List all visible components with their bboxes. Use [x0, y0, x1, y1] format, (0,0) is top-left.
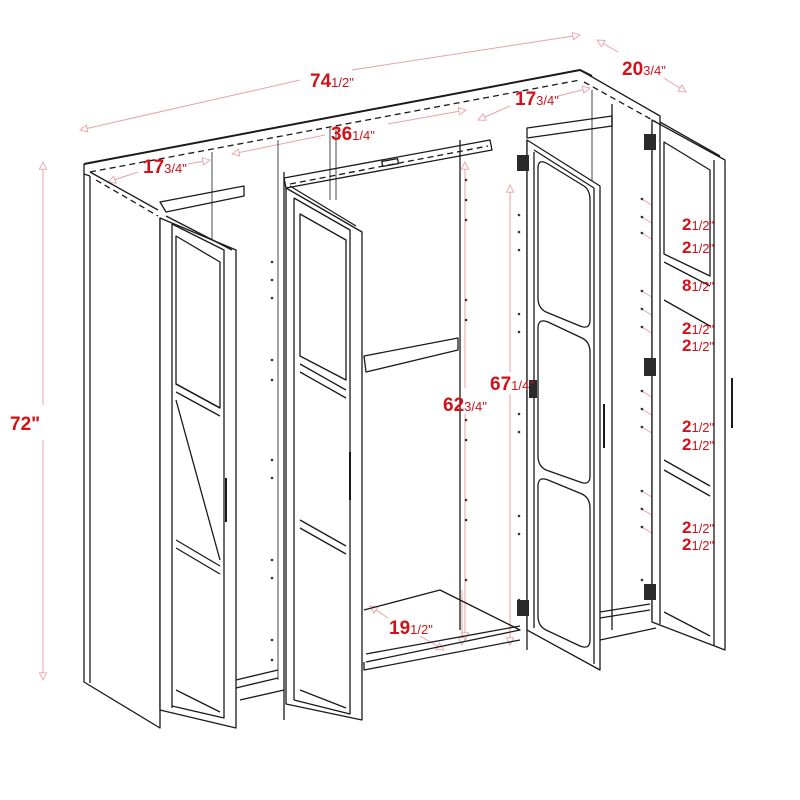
dimension-interior-depth: 191/2"	[389, 618, 433, 639]
dimension-shelf-hole-spacing: 21/2"	[682, 215, 715, 234]
dimension-shelf-hole-spacing: 21/2"	[682, 319, 715, 338]
door-3	[517, 139, 605, 671]
hinge-icon	[644, 358, 656, 376]
dimension-interior-height: 671/4"	[490, 374, 534, 395]
door-4	[644, 119, 733, 651]
door-1	[159, 215, 237, 729]
dimension-right-section-width: 173/4"	[515, 89, 559, 110]
dimension-shelf-hole-spacing: 21/2"	[682, 435, 715, 454]
dimension-overall-depth: 203/4"	[622, 59, 666, 80]
dimension-shelf-hole-spacing: 21/2"	[682, 238, 715, 257]
door-2	[285, 185, 363, 721]
dimension-shelf-hole-spacing: 21/2"	[682, 535, 715, 554]
hinge-icon	[644, 134, 656, 150]
hinge-icon	[529, 380, 537, 398]
shelf-holes	[270, 178, 644, 662]
hinge-icon	[517, 155, 529, 171]
dimension-center-section-width: 361/4"	[331, 124, 375, 145]
dimension-shelf-gap: 81/2"	[682, 276, 715, 295]
dimension-overall-height: 72"	[10, 414, 41, 435]
hinge-icon	[517, 600, 529, 616]
hinge-icon	[644, 584, 656, 600]
dimension-shelf-hole-spacing: 21/2"	[682, 417, 715, 436]
dimension-left-section-width: 173/4"	[143, 157, 187, 178]
dimension-hanging-height: 623/4"	[443, 395, 487, 416]
dimension-overall-width: 741/2"	[310, 71, 354, 92]
dimension-shelf-hole-spacing: 21/2"	[682, 518, 715, 537]
dimension-shelf-hole-spacing: 21/2"	[682, 336, 715, 355]
